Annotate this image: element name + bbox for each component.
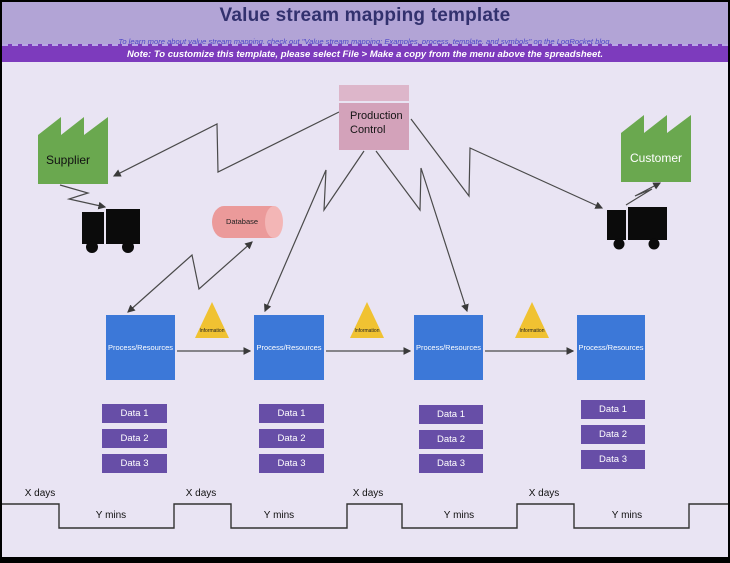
data-cell[interactable]: Data 3 [419, 454, 483, 473]
production-control-header-band[interactable] [339, 85, 409, 101]
data-cell[interactable]: Data 3 [102, 454, 167, 473]
connector-truck-to-customer [625, 182, 662, 206]
data-cell-label: Data 2 [437, 434, 465, 445]
connector-supplier-to-truck [59, 184, 107, 210]
y-mins-label: Y mins [443, 510, 475, 521]
data-cell-label: Data 1 [120, 408, 149, 419]
data-cell[interactable]: Data 3 [581, 450, 645, 469]
connector-pc-to-process3 [375, 150, 469, 313]
supplier-node[interactable]: Supplier [38, 113, 108, 184]
factory-icon [621, 115, 691, 182]
data-cell-label: Data 3 [599, 454, 627, 465]
supplier-truck-icon[interactable] [82, 208, 142, 254]
process-box-2[interactable]: Process/Resources [254, 315, 324, 380]
information-label: Information [519, 328, 545, 334]
data-cell-label: Data 3 [437, 458, 465, 469]
data-cell-label: Data 1 [277, 408, 306, 419]
data-cell-label: Data 2 [599, 429, 627, 440]
process-box-3[interactable]: Process/Resources [414, 315, 483, 380]
data-cell[interactable]: Data 1 [259, 404, 324, 423]
information-triangle-2[interactable]: Information [350, 302, 384, 338]
note-text: Note: To customize this template, please… [126, 48, 604, 60]
information-label: Information [354, 328, 380, 334]
data-cell[interactable]: Data 2 [419, 430, 483, 449]
data-cell-label: Data 2 [277, 433, 306, 444]
process-label: Process/Resources [107, 343, 174, 352]
y-mins-label: Y mins [263, 510, 295, 521]
data-cell[interactable]: Data 2 [259, 429, 324, 448]
information-label: Information [199, 328, 225, 334]
process-label: Process/Resources [415, 343, 482, 352]
data-cell-label: Data 3 [277, 458, 306, 469]
production-control-node[interactable]: Production Control [339, 103, 409, 150]
logrocket-blog-link[interactable]: To learn more about value stream mapping… [118, 37, 612, 46]
y-mins-label: Y mins [95, 510, 127, 521]
connector-process1-database [127, 241, 253, 313]
process-box-1[interactable]: Process/Resources [106, 315, 175, 380]
customer-label: Customer [629, 150, 682, 165]
customer-node[interactable]: Customer [621, 111, 691, 182]
x-days-label: X days [185, 488, 217, 499]
page-title: Value stream mapping template [219, 5, 511, 26]
y-mins-label: Y mins [611, 510, 643, 521]
x-days-label: X days [24, 488, 56, 499]
production-control-label: Production Control [350, 110, 403, 136]
process-label: Process/Resources [578, 343, 644, 352]
factory-icon [38, 117, 108, 184]
blog-link-row: To learn more about value stream mapping… [2, 31, 728, 49]
x-days-label: X days [528, 488, 560, 499]
data-cell[interactable]: Data 2 [102, 429, 167, 448]
data-cell[interactable]: Data 3 [259, 454, 324, 473]
data-cell-label: Data 1 [437, 409, 465, 420]
data-cell[interactable]: Data 2 [581, 425, 645, 444]
data-cell-label: Data 1 [599, 404, 627, 415]
customer-truck-icon[interactable] [607, 206, 667, 252]
header-band: Value stream mapping template To learn m… [2, 2, 728, 46]
data-cell[interactable]: Data 1 [581, 400, 645, 419]
information-triangle-3[interactable]: Information [515, 302, 549, 338]
process-box-4[interactable]: Process/Resources [577, 315, 645, 380]
x-days-label: X days [352, 488, 384, 499]
data-cell-label: Data 3 [120, 458, 149, 469]
connector-pc-to-customer-truck [410, 118, 604, 209]
database-label: Database [225, 216, 259, 226]
data-cell[interactable]: Data 1 [419, 405, 483, 424]
connector-pc-to-supplier [112, 111, 340, 177]
note-bar: Note: To customize this template, please… [2, 44, 728, 62]
database-node[interactable]: Database [210, 205, 284, 239]
process-label: Process/Resources [256, 343, 322, 352]
data-cell[interactable]: Data 1 [102, 404, 167, 423]
data-cell-label: Data 2 [120, 433, 149, 444]
supplier-label: Supplier [46, 152, 91, 167]
information-triangle-1[interactable]: Information [195, 302, 229, 338]
